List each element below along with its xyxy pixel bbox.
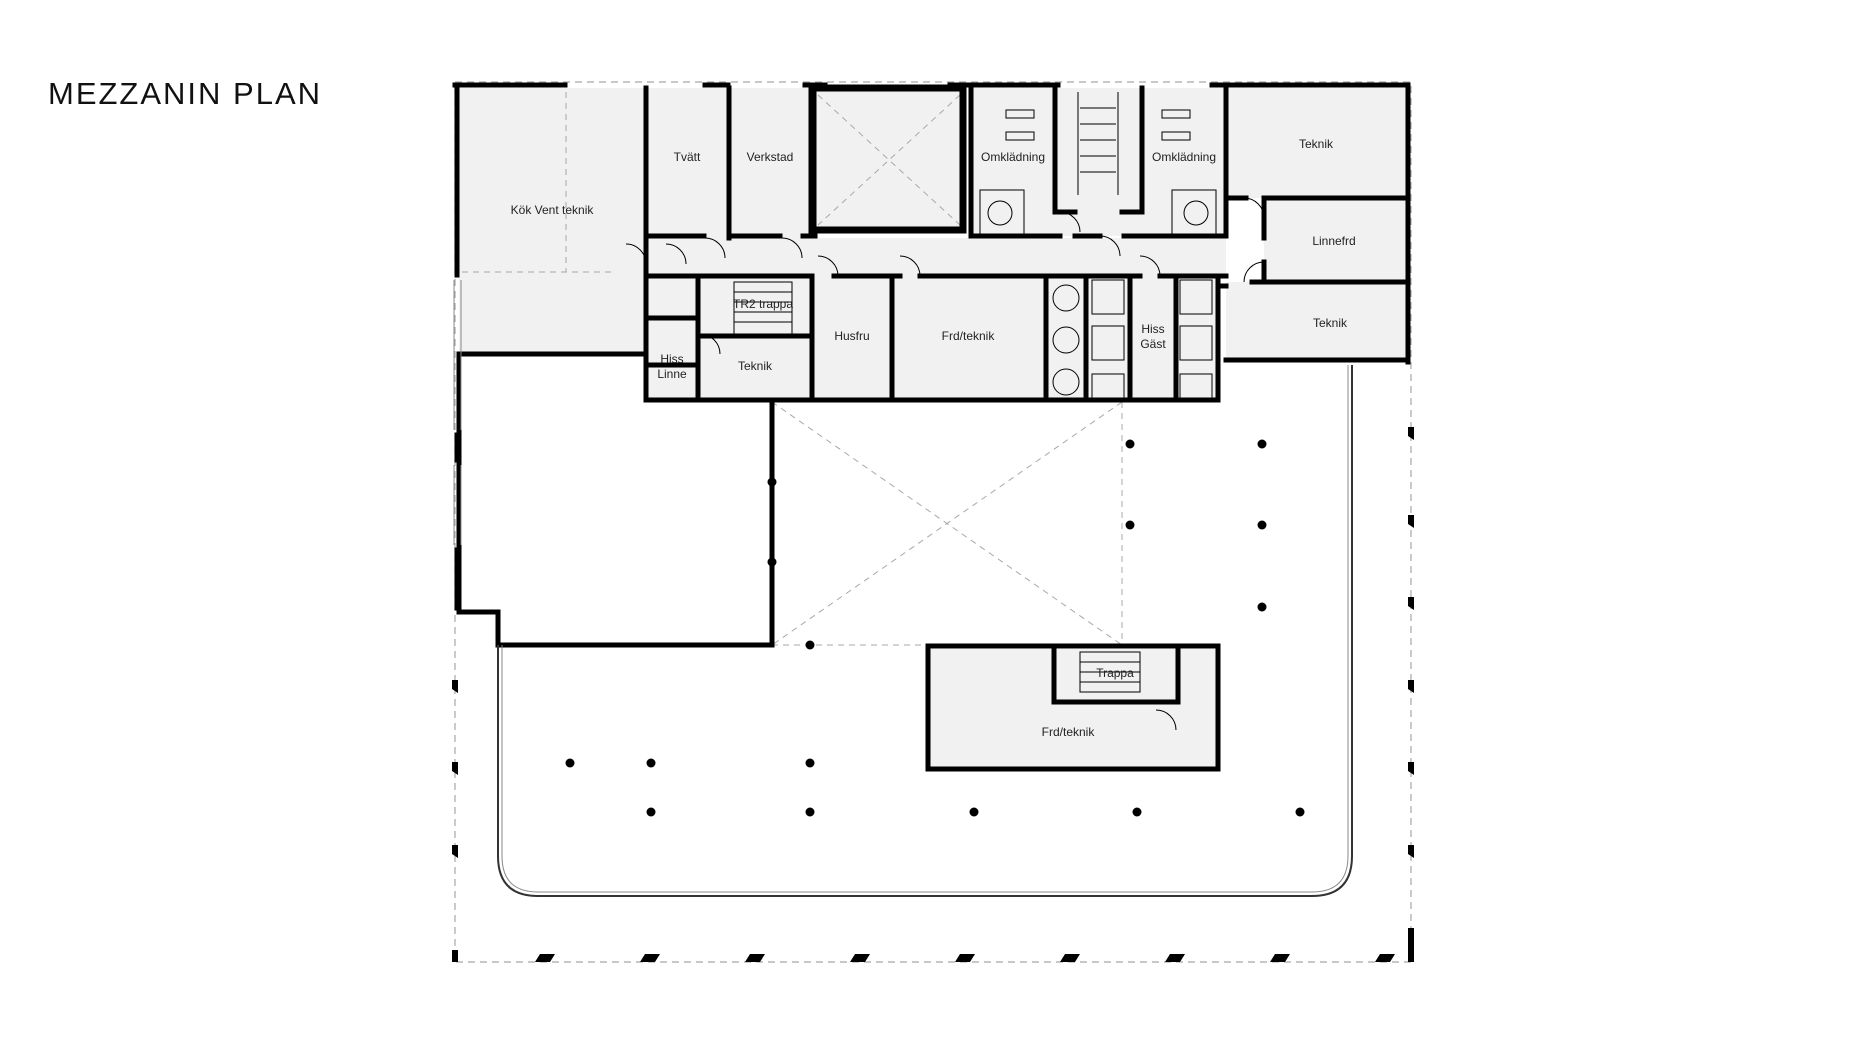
label-tvatt: Tvätt [674, 150, 701, 164]
label-linnefrd: Linnefrd [1312, 234, 1355, 248]
facade-fins [452, 427, 1414, 962]
room-fills [459, 88, 1406, 769]
plan-title: MEZZANIN PLAN [48, 76, 323, 111]
label-hiss-gast-2: Gäst [1140, 337, 1166, 351]
label-verkstad: Verkstad [747, 150, 794, 164]
west-windows [453, 280, 462, 545]
label-frd-teknik-core: Frd/teknik [942, 329, 996, 343]
label-teknik-core: Teknik [738, 359, 773, 373]
walls [452, 82, 1411, 772]
label-teknik-east: Teknik [1313, 316, 1348, 330]
mezzanine-edge [497, 365, 1353, 897]
label-teknik-northeast: Teknik [1299, 137, 1334, 151]
label-husfru: Husfru [834, 329, 869, 343]
label-frd-teknik-south: Frd/teknik [1042, 725, 1096, 739]
label-hiss-linne-2: Linne [657, 367, 687, 381]
columns [565, 439, 1305, 817]
mezzanine-edge-inner [501, 365, 1349, 893]
label-kok-vent-teknik: Kök Vent teknik [511, 203, 595, 217]
label-tr2-trappa: TR2 trappa [733, 297, 793, 311]
door-swings [625, 197, 1265, 731]
label-hiss-gast-1: Hiss [1141, 322, 1164, 336]
label-omkladning-east: Omklädning [1152, 150, 1216, 164]
fixtures [733, 92, 1217, 693]
room-labels: Kök Vent teknik Tvätt Verkstad Omklädnin… [511, 137, 1356, 739]
label-hiss-linne-1: Hiss [660, 352, 683, 366]
label-trappa: Trappa [1096, 666, 1134, 680]
label-omkladning-west: Omklädning [981, 150, 1045, 164]
